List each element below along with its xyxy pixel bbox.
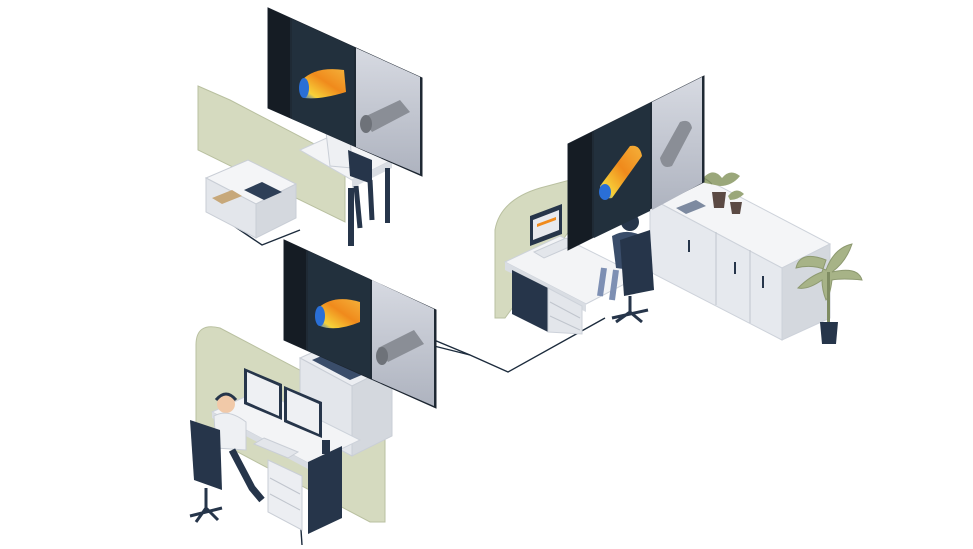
gray-model-icon-middle: [376, 330, 424, 365]
desk-right: [503, 235, 642, 335]
heatmap-cylinder-icon: [299, 69, 346, 99]
display-middle: [283, 239, 437, 409]
plant-tall-icon: [795, 243, 863, 344]
workstation-bottom-left: [189, 326, 394, 534]
partition-top-left: [197, 85, 346, 223]
gray-model-icon-right: [660, 120, 692, 167]
cabinet-row: [648, 175, 832, 341]
person-right: [597, 213, 654, 324]
heatmap-cylinder-icon-middle: [315, 299, 360, 329]
dual-monitors: [244, 368, 330, 459]
display-top: [267, 7, 423, 177]
shelf-top-left: [204, 159, 298, 239]
workstation-right: [494, 172, 863, 344]
person-bottom-left: [189, 392, 265, 523]
display-right: [567, 75, 705, 251]
heatmap-cylinder-icon-right: [599, 145, 642, 200]
monitor-right-desk: [530, 204, 578, 259]
gray-model-icon: [360, 100, 410, 133]
workstation-top-left: [197, 85, 394, 246]
